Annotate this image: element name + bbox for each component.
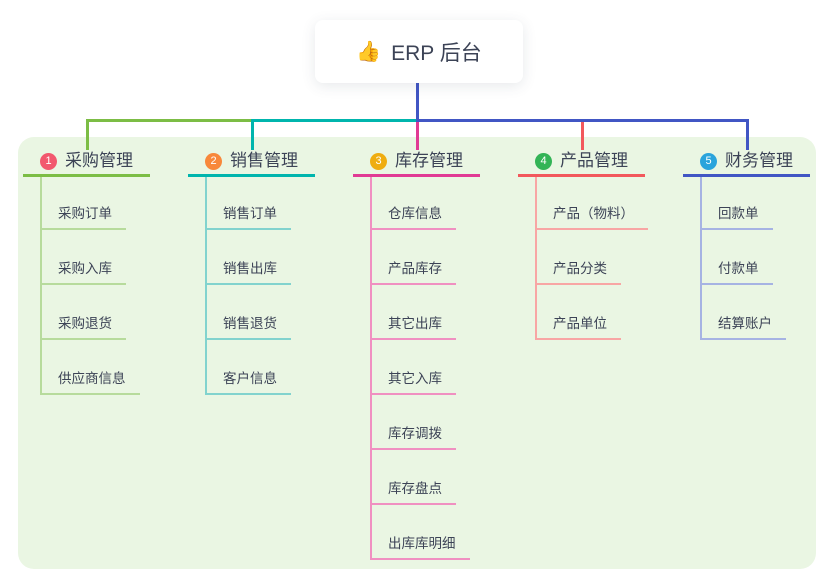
branch-children-connector — [205, 177, 207, 395]
root-drop-line — [416, 83, 419, 122]
child-node[interactable]: 供应商信息 — [40, 370, 140, 395]
child-node[interactable]: 采购入库 — [40, 260, 126, 285]
child-node[interactable]: 产品（物料） — [535, 205, 648, 230]
branch-drop-line-4 — [581, 122, 584, 150]
child-node[interactable]: 采购退货 — [40, 315, 126, 340]
child-node[interactable]: 产品分类 — [535, 260, 621, 285]
child-node[interactable]: 销售退货 — [205, 315, 291, 340]
child-node[interactable]: 客户信息 — [205, 370, 291, 395]
branch-number-badge: 1 — [40, 152, 57, 170]
branch-number-badge: 2 — [205, 152, 222, 170]
branch-node-1[interactable]: 1 采购管理 — [23, 150, 150, 177]
child-node[interactable]: 其它出库 — [370, 315, 456, 340]
branch-node-5[interactable]: 5 财务管理 — [683, 150, 810, 177]
thumbs-up-icon: 👍 — [356, 41, 382, 63]
branch-drop-line-5 — [746, 122, 749, 150]
child-node[interactable]: 库存盘点 — [370, 480, 456, 505]
child-node[interactable]: 其它入库 — [370, 370, 456, 395]
branches-panel — [18, 137, 816, 569]
branch-label: 财务管理 — [725, 151, 793, 170]
child-node[interactable]: 销售订单 — [205, 205, 291, 230]
branch-number-badge: 3 — [370, 152, 387, 170]
child-node[interactable]: 出库库明细 — [370, 535, 470, 560]
child-node[interactable]: 产品单位 — [535, 315, 621, 340]
root-node[interactable]: 👍 ERP 后台 — [315, 20, 523, 83]
branch-number-badge: 5 — [700, 152, 717, 170]
branch-node-3[interactable]: 3 库存管理 — [353, 150, 480, 177]
child-node[interactable]: 回款单 — [700, 205, 773, 230]
branch-label: 销售管理 — [230, 151, 298, 170]
child-node[interactable]: 采购订单 — [40, 205, 126, 230]
root-node-label: ERP 后台 — [391, 41, 482, 65]
rail-segment-right — [416, 119, 749, 122]
child-node[interactable]: 产品库存 — [370, 260, 456, 285]
child-node[interactable]: 仓库信息 — [370, 205, 456, 230]
child-node[interactable]: 库存调拨 — [370, 425, 456, 450]
branch-children-connector — [700, 177, 702, 340]
branch-number-badge: 4 — [535, 152, 552, 170]
branch-drop-line-3 — [416, 122, 419, 150]
rail-segment-middle — [251, 119, 419, 122]
branch-label: 库存管理 — [395, 151, 463, 170]
child-node[interactable]: 付款单 — [700, 260, 773, 285]
branch-children-connector — [40, 177, 42, 395]
branch-drop-line-2 — [251, 122, 254, 150]
branch-label: 采购管理 — [65, 151, 133, 170]
child-node[interactable]: 结算账户 — [700, 315, 786, 340]
branch-drop-line-1 — [86, 122, 89, 150]
branch-label: 产品管理 — [560, 151, 628, 170]
branch-children-connector — [370, 177, 372, 560]
child-node[interactable]: 销售出库 — [205, 260, 291, 285]
rail-segment-left — [86, 119, 254, 122]
branch-node-4[interactable]: 4 产品管理 — [518, 150, 645, 177]
branch-node-2[interactable]: 2 销售管理 — [188, 150, 315, 177]
branch-children-connector — [535, 177, 537, 340]
